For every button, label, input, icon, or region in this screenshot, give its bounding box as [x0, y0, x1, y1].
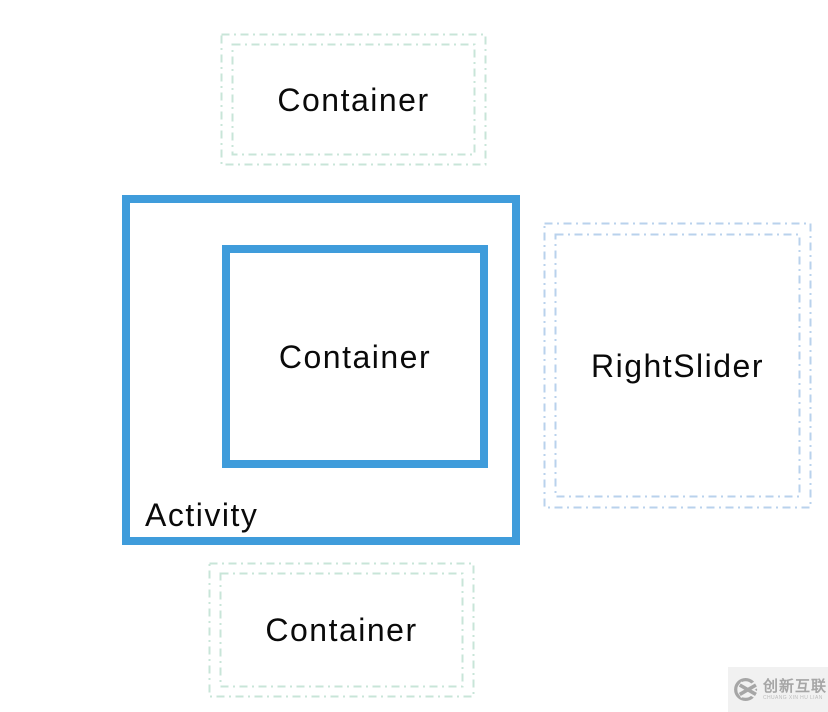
watermark-brand-cn: 创新互联 [763, 677, 828, 695]
dashed-border-inner [231, 43, 476, 156]
dashed-border-outer [543, 222, 812, 509]
bottom-container-label: Container [265, 612, 418, 648]
cx-logo-icon [734, 677, 759, 702]
activity-box: Container Activity [122, 195, 520, 545]
watermark-brand-en: CHUANG XIN HU LIAN [763, 694, 823, 701]
dashed-border-outer [208, 562, 475, 698]
bottom-container-box: Container [208, 562, 475, 698]
watermark: 创新互联 CHUANG XIN HU LIAN [728, 667, 828, 712]
dashed-border [220, 33, 487, 166]
right-slider-label: RightSlider [590, 347, 764, 384]
dashed-border [543, 222, 812, 509]
activity-label: Activity [145, 497, 259, 534]
activity-inner-container-label: Container [278, 338, 432, 375]
right-slider-box: RightSlider [543, 222, 812, 509]
top-container-box: Container [220, 33, 487, 166]
dashed-border-outer [220, 33, 487, 166]
activity-inner-container-box: Container [222, 245, 488, 468]
dashed-border [208, 562, 475, 698]
dashed-border-inner [219, 572, 464, 688]
dashed-border-inner [554, 233, 801, 498]
watermark-text: 创新互联 CHUANG XIN HU LIAN [763, 679, 827, 701]
top-container-label: Container [277, 81, 430, 118]
